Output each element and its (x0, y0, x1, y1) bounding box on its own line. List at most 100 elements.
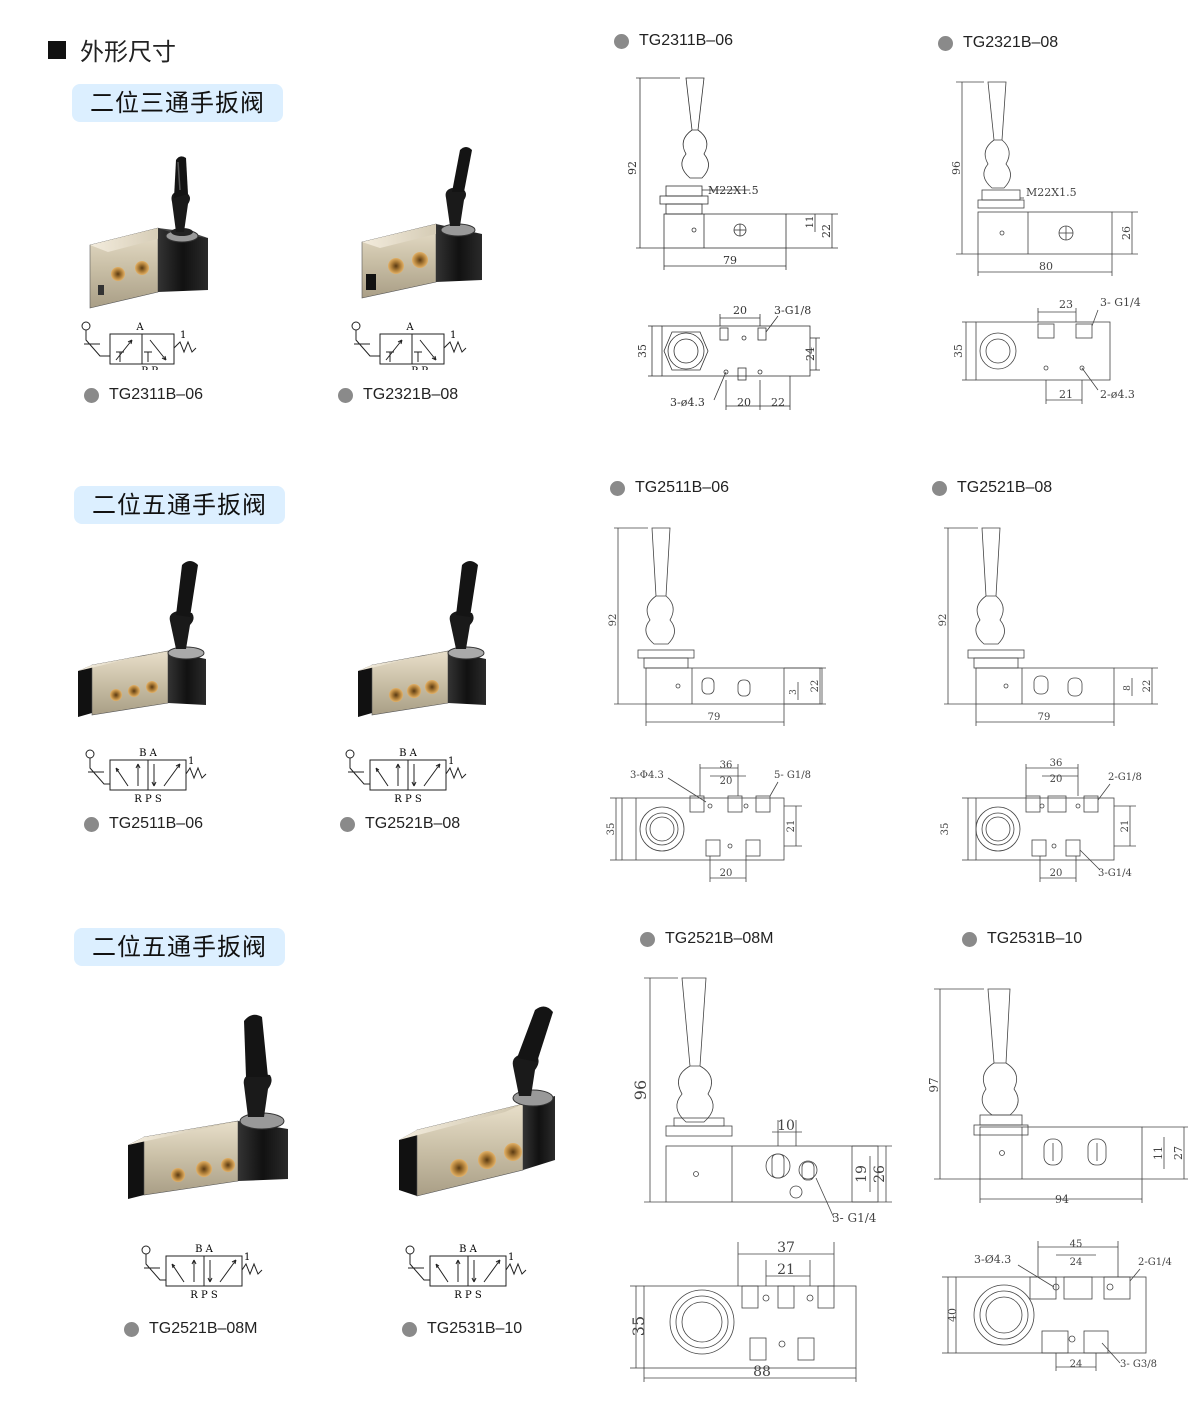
symbol-spring-number: 1 (508, 1252, 514, 1263)
symbol-3way-1: A P R 1 (80, 318, 200, 370)
model-name: TG2311B–06 (109, 386, 203, 403)
drawing-caption: TG2521B–08 (932, 479, 1052, 497)
product-photo-tg2321 (352, 142, 492, 302)
dim-h1: 3 (789, 689, 799, 695)
dim-length: 80 (1039, 260, 1053, 273)
bullet-dot-icon (124, 1321, 139, 1337)
symbol-port-top: B A (195, 1244, 214, 1255)
bullet-dot-icon (962, 931, 977, 947)
product-photo-tg2531 (395, 1000, 575, 1205)
model-name: TG2521B–08M (149, 1320, 258, 1337)
dim-width: 35 (606, 823, 617, 836)
dim-h1: 11 (805, 216, 816, 229)
product-photo-tg2311 (80, 150, 220, 310)
product-caption: TG2511B–06 (84, 815, 203, 833)
symbol-5way-4: B A R P S 1 (404, 1238, 528, 1298)
bullet-dot-icon (84, 816, 99, 832)
symbol-port-bottom: R P S (190, 1290, 218, 1298)
dim-a: 36 (720, 760, 733, 771)
symbol-spring-number: 1 (448, 756, 454, 767)
section-title: 外形尺寸 (80, 38, 176, 66)
drawing-caption: TG2531B–10 (962, 930, 1082, 948)
dim-h2: 27 (1172, 1146, 1185, 1160)
model-name: TG2511B–06 (109, 815, 203, 832)
group-title-1: 二位三通手扳阀 (72, 84, 283, 122)
dim-c: 21 (786, 820, 797, 833)
dim-length: 79 (1038, 712, 1051, 723)
dim-h1: 11 (1152, 1146, 1165, 1160)
product-caption: TG2321B–08 (338, 386, 458, 404)
symbol-port-top: A (135, 322, 144, 333)
symbol-5way-2: B A R P S 1 (344, 742, 468, 802)
dim-a: 20 (733, 304, 747, 317)
symbol-port-bottom: P R (411, 366, 429, 370)
dim-height: 92 (626, 161, 639, 175)
dim-b: 24 (804, 347, 817, 361)
symbol-port-bottom: R P S (454, 1290, 482, 1298)
dim-b: 21 (777, 1262, 795, 1278)
symbol-port-top: A (405, 322, 414, 333)
product-caption: TG2531B–10 (402, 1320, 522, 1338)
dim-a: 45 (1070, 1239, 1083, 1250)
symbol-port-bottom: R P S (394, 794, 422, 802)
dim-h2: 26 (872, 1165, 888, 1183)
dimension-drawing-tg2511: 92 3 22 79 36 20 3-Φ4.3 5- G1/8 35 21 20 (606, 520, 836, 890)
bullet-dot-icon (340, 816, 355, 832)
dim-port-2: 3- G3/8 (1120, 1359, 1157, 1370)
dim-length: 94 (1055, 1193, 1069, 1206)
bullet-dot-icon (614, 33, 629, 49)
dimension-drawing-tg2521: 92 8 22 79 36 20 2-G1/8 35 21 20 3-G1/4 (936, 520, 1166, 890)
symbol-port-top: B A (459, 1244, 478, 1255)
dimension-drawing-tg2531: 97 11 27 94 45 24 3-Ø4.3 2-G1/4 40 24 3-… (926, 975, 1196, 1385)
dim-hole: 3-ø4.3 (670, 396, 705, 409)
dim-width: 40 (946, 1308, 959, 1322)
dim-port: 5- G1/8 (774, 770, 811, 781)
dim-h2: 22 (810, 680, 821, 693)
symbol-spring-number: 1 (450, 330, 456, 341)
model-name: TG2531B–10 (987, 930, 1083, 947)
dim-width: 35 (940, 823, 951, 836)
dim-port-2: 3-G1/4 (1098, 868, 1132, 879)
drawing-caption: TG2311B–06 (614, 32, 733, 50)
model-name: TG2311B–06 (639, 32, 733, 49)
bullet-dot-icon (610, 480, 625, 496)
dimension-drawing-tg2321: 96 M22X1.5 26 80 23 3- G1/4 35 21 2-ø4.3 (948, 70, 1158, 420)
dim-d: 20 (720, 868, 733, 879)
dim-width: 35 (952, 344, 965, 358)
dim-c: 20 (737, 396, 751, 409)
drawing-caption: TG2521B–08M (640, 930, 774, 948)
dim-width: 35 (629, 1316, 648, 1336)
symbol-spring-number: 1 (180, 330, 186, 341)
dim-h1: 8 (1123, 685, 1133, 691)
drawing-caption: TG2511B–06 (610, 479, 729, 497)
symbol-spring-number: 1 (244, 1252, 250, 1263)
square-bullet-icon (48, 40, 66, 59)
dim-length: 88 (753, 1364, 771, 1380)
dim-c: 21 (1120, 820, 1131, 833)
symbol-5way-3: B A R P S 1 (140, 1238, 264, 1298)
dim-hole: 3-Ø4.3 (974, 1253, 1011, 1266)
model-name: TG2321B–08 (963, 34, 1059, 51)
product-photo-tg2511 (72, 555, 222, 725)
dim-b: 20 (720, 776, 733, 787)
product-photo-tg2521 (352, 555, 502, 725)
dim-h2: 22 (1142, 680, 1153, 693)
symbol-spring-number: 1 (188, 756, 194, 767)
dim-top: 10 (777, 1118, 795, 1134)
symbol-3way-2: A P R 1 (350, 318, 470, 370)
dim-h1: 19 (854, 1165, 870, 1183)
model-name: TG2511B–06 (635, 479, 729, 496)
symbol-port-top: B A (139, 748, 158, 759)
dim-b: 21 (1059, 388, 1073, 401)
dim-height: 92 (608, 614, 619, 627)
drawing-caption: TG2321B–08 (938, 34, 1058, 52)
product-caption: TG2521B–08 (340, 815, 460, 833)
dim-height: 92 (938, 614, 949, 627)
dim-length: 79 (723, 254, 737, 267)
dim-thread: M22X1.5 (708, 184, 759, 197)
dim-thread: M22X1.5 (1026, 186, 1077, 199)
dim-port: 3-G1/8 (774, 304, 811, 317)
dim-c: 24 (1070, 1359, 1083, 1370)
dim-height: 96 (950, 161, 963, 175)
dim-height: 96 (631, 1080, 650, 1100)
